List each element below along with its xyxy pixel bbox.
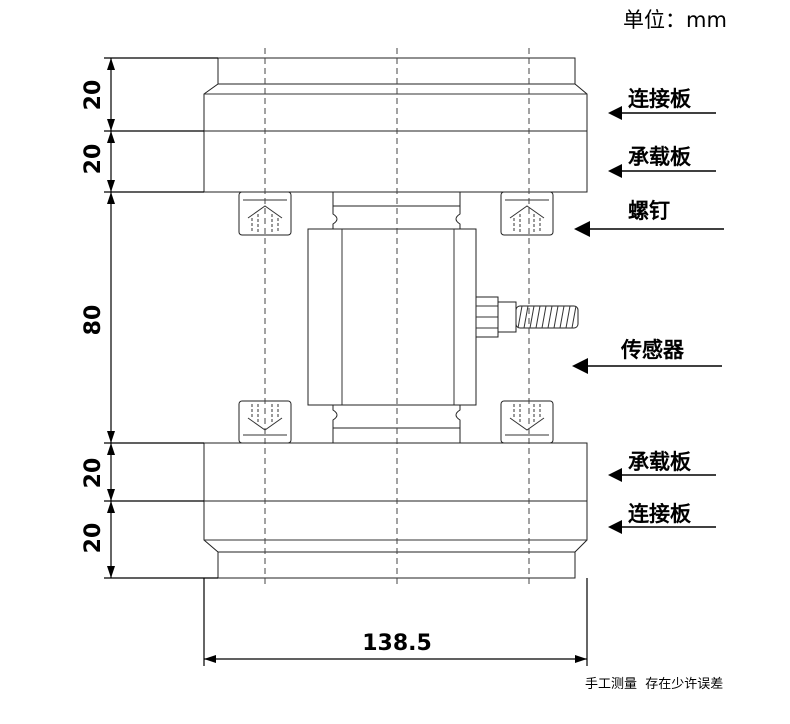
dim-sensor-height: 80 bbox=[81, 305, 106, 336]
dim-top-plate-1: 20 bbox=[81, 80, 106, 111]
callout-bearing-plate-top: 承载板 bbox=[628, 145, 692, 169]
dim-top-plate-2: 20 bbox=[81, 144, 106, 175]
center-lines bbox=[264, 48, 530, 588]
load-cell-sensor bbox=[307, 191, 477, 444]
top-connecting-plate bbox=[203, 57, 588, 132]
callout-sensor: 传感器 bbox=[620, 338, 685, 362]
top-screw-right bbox=[500, 191, 554, 236]
width-dimension-line bbox=[203, 578, 588, 666]
dim-bottom-plate-2: 20 bbox=[81, 523, 106, 554]
dim-bottom-plate-1: 20 bbox=[81, 458, 106, 489]
vertical-dimension-lines bbox=[104, 57, 218, 579]
callout-bearing-plate-bottom: 承载板 bbox=[628, 450, 692, 474]
callout-leaders bbox=[572, 106, 724, 534]
unit-label: 单位：mm bbox=[623, 8, 727, 32]
measurement-note: 手工测量 存在少许误差 bbox=[585, 677, 723, 692]
callout-screw: 螺钉 bbox=[628, 199, 670, 223]
bottom-bearing-plate bbox=[203, 442, 588, 502]
callout-connecting-plate-bottom: 连接板 bbox=[628, 502, 692, 526]
top-bearing-plate bbox=[203, 130, 588, 193]
dim-width: 138.5 bbox=[362, 631, 432, 656]
cable-connector bbox=[475, 296, 579, 338]
callout-connecting-plate-top: 连接板 bbox=[628, 87, 692, 111]
bottom-screw-right bbox=[500, 400, 554, 444]
bottom-connecting-plate bbox=[203, 500, 588, 579]
